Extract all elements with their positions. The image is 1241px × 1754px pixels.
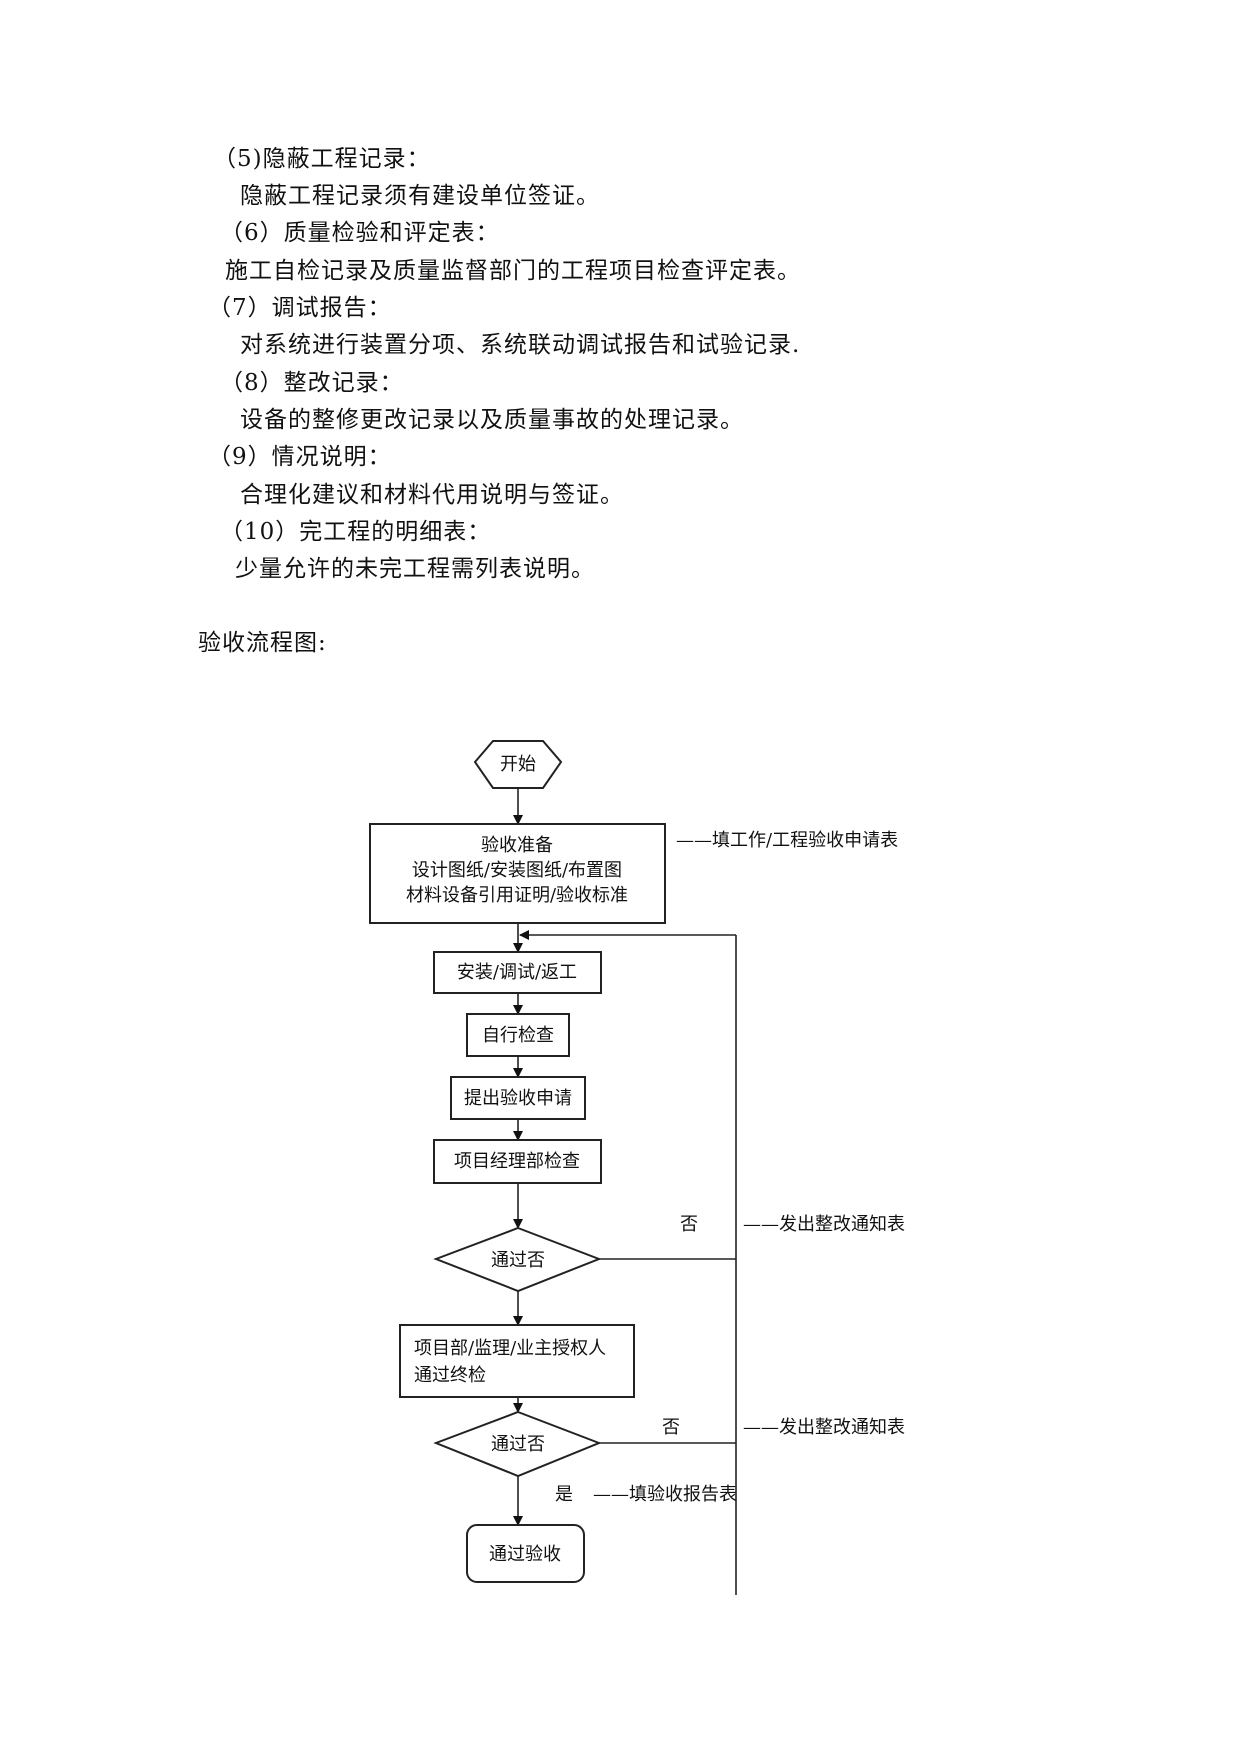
rectify-note-2: ——发出整改通知表 [743,1417,905,1438]
final-check-line-2: 通过终检 [414,1365,486,1386]
install-label: 安装/调试/返工 [457,962,577,983]
section-9-body: 合理化建议和材料代用说明与签证。 [240,482,624,508]
section-7-body: 对系统进行装置分项、系统联动调试报告和试验记录. [240,332,801,358]
section-10-body: 少量允许的未完工程需列表说明。 [235,556,595,582]
decision-2-label: 通过否 [491,1434,545,1455]
section-5-body: 隐蔽工程记录须有建设单位签证。 [240,183,600,209]
start-label: 开始 [500,754,536,775]
final-check-box [399,1324,635,1398]
section-9-heading: （9）情况说明： [208,444,392,470]
yes-label: 是 [555,1484,573,1505]
section-6-heading: （6）质量检验和评定表： [220,220,500,246]
yes-note: ——填验收报告表 [593,1484,737,1505]
section-10-heading: （10）完工程的明细表： [220,519,492,545]
no-label-2: 否 [662,1417,680,1438]
apply-box [450,1076,586,1120]
prepare-line-1: 验收准备 [481,835,553,856]
section-6-body: 施工自检记录及质量监督部门的工程项目检查评定表。 [225,258,801,284]
section-5-heading: （5)隐蔽工程记录： [213,146,431,172]
self-check-label: 自行检查 [482,1025,554,1046]
no-label-1: 否 [680,1214,698,1235]
section-7-heading: （7）调试报告： [208,295,392,321]
final-check-line-1: 项目部/监理/业主授权人 [414,1338,606,1359]
prepare-note: ——填工作/工程验收申请表 [676,830,898,851]
decision-1-label: 通过否 [491,1250,545,1271]
rectify-note-1: ——发出整改通知表 [743,1214,905,1235]
end-node [466,1524,585,1583]
prepare-line-2: 设计图纸/安装图纸/布置图 [412,860,622,881]
apply-label: 提出验收申请 [464,1088,572,1109]
section-8-heading: （8）整改记录： [220,370,404,396]
end-label: 通过验收 [489,1544,561,1565]
prepare-line-3: 材料设备引用证明/验收标准 [406,885,628,906]
pm-check-label: 项目经理部检查 [454,1151,580,1172]
section-8-body: 设备的整修更改记录以及质量事故的处理记录。 [240,407,744,433]
flowchart-title: 验收流程图: [198,630,327,656]
start-node [473,740,563,789]
